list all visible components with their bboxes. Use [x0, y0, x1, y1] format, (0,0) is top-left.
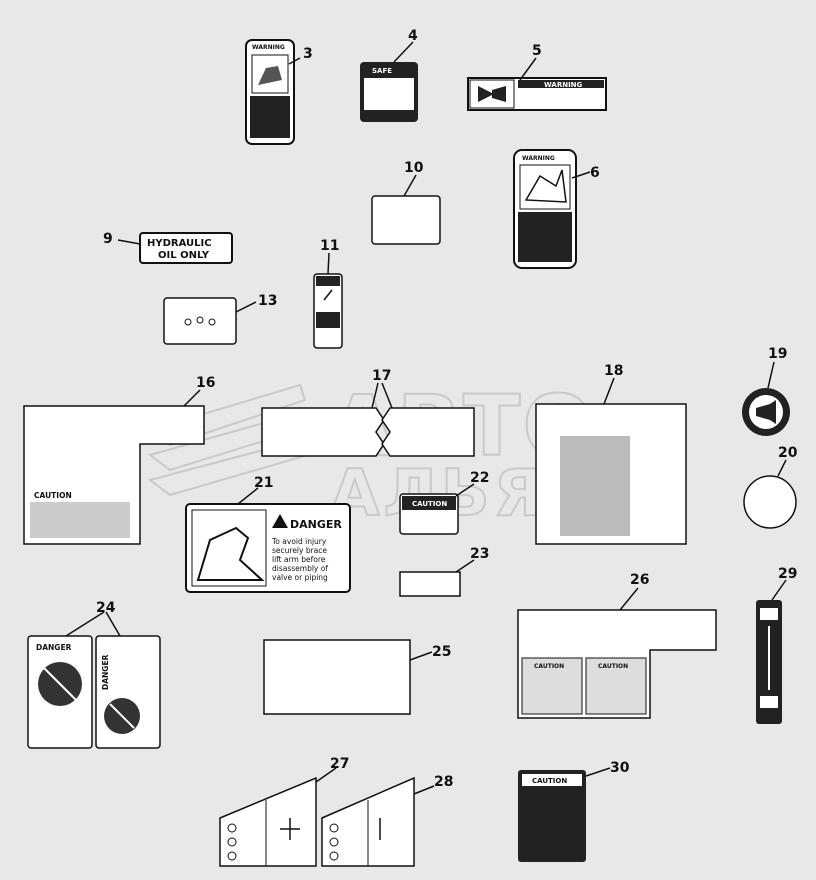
decal-3: WARNING 3	[245, 39, 313, 145]
decal-26-number: 26	[630, 572, 649, 588]
decal-19: 19	[742, 346, 790, 436]
decal-22: CAUTION 22	[399, 470, 489, 535]
decal-21-label: DANGER	[290, 518, 342, 531]
horn-icon	[756, 400, 776, 424]
decal-27: 27	[219, 756, 349, 867]
decal-22-number: 22	[470, 470, 489, 486]
decal-25: 25	[263, 639, 451, 715]
decal-27-number: 27	[330, 756, 349, 772]
decal-16-label: CAUTION	[34, 491, 72, 500]
decal-24: DANGER DANGER 24	[27, 600, 161, 749]
decal-26: CAUTION CAUTION 26	[517, 572, 717, 719]
decal-4-label: SAFE	[372, 67, 392, 75]
decal-9: HYDRAULIC OIL ONLY 9	[103, 231, 233, 264]
decal-5-number: 5	[532, 43, 542, 59]
decal-20: 20	[743, 445, 798, 529]
decal-10-number: 10	[404, 160, 424, 176]
decal-24-label: DANGER	[36, 643, 72, 652]
decal-21-text-1: To avoid injury	[271, 537, 327, 546]
decal-9-label2: OIL ONLY	[158, 250, 210, 261]
decal-29-number: 29	[778, 566, 797, 582]
decal-24-label2: DANGER	[101, 654, 110, 690]
decal-18-number: 18	[604, 363, 623, 379]
decal-6-number: 6	[590, 165, 600, 181]
decal-17: 17	[261, 368, 475, 457]
decal-6-label: WARNING	[522, 155, 555, 162]
decal-5: WARNING 5	[467, 43, 607, 111]
decal-22-label: CAUTION	[412, 500, 447, 508]
decal-4-number: 4	[408, 28, 418, 44]
decal-25-number: 25	[432, 644, 451, 660]
decal-30: CAUTION 30	[518, 760, 630, 862]
decal-21-number: 21	[254, 475, 273, 491]
decal-11-number: 11	[320, 238, 339, 254]
decal-16-number: 16	[196, 375, 215, 391]
decal-16: CAUTION 16	[23, 375, 215, 545]
decal-3-label: WARNING	[252, 44, 285, 51]
decal-28-number: 28	[434, 774, 453, 790]
decal-21-text-4: disassembly of	[272, 564, 328, 573]
decal-21-text-3: lift arm before	[272, 555, 326, 564]
decal-19-number: 19	[768, 346, 787, 362]
decal-3-number: 3	[303, 46, 313, 62]
decal-30-label: CAUTION	[532, 777, 567, 785]
decal-17-number: 17	[372, 368, 391, 384]
decal-10: 10	[371, 160, 441, 245]
decal-21-text-5: valve or piping	[272, 573, 328, 582]
decal-30-number: 30	[610, 760, 630, 776]
decal-21-text-2: securely brace	[272, 546, 327, 555]
decal-11: 11	[313, 238, 343, 349]
decal-13: 13	[163, 293, 277, 345]
decal-23: 23	[399, 546, 489, 597]
decal-5-label: WARNING	[544, 81, 583, 89]
decal-9-label: HYDRAULIC	[147, 238, 212, 249]
decal-13-number: 13	[258, 293, 277, 309]
decal-26-label: CAUTION	[534, 663, 564, 670]
warning-triangle-icon	[272, 514, 288, 528]
decal-20-number: 20	[778, 445, 798, 461]
decal-6: WARNING 6	[513, 149, 600, 269]
decal-9-number: 9	[103, 231, 113, 247]
decal-21: DANGER To avoid injury securely brace li…	[185, 475, 351, 593]
decal-23-number: 23	[470, 546, 489, 562]
decal-18: 18	[535, 363, 687, 545]
decal-28: 28	[321, 774, 453, 867]
decal-26-label2: CAUTION	[598, 663, 628, 670]
decal-24-number: 24	[96, 600, 116, 616]
decal-4: SAFE 4	[360, 28, 418, 122]
decal-29: 29	[756, 566, 797, 724]
